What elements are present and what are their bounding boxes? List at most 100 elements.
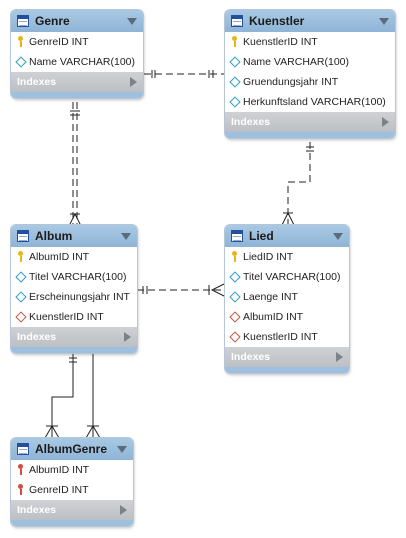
column-row[interactable]: Name VARCHAR(100) <box>225 52 395 72</box>
column-label: Erscheinungsjahr INT <box>29 291 130 303</box>
entity-header[interactable]: Kuenstler <box>225 10 395 32</box>
relationship-genre-album <box>68 102 82 227</box>
entity-kuenstler[interactable]: Kuenstler KuenstlerID INT Name VARCHAR(1… <box>225 10 395 138</box>
entity-lied[interactable]: Lied LiedID INT Titel VARCHAR(100) Laeng… <box>225 225 349 373</box>
indexes-label: Indexes <box>17 504 57 516</box>
column-label: AlbumID INT <box>243 311 304 323</box>
entity-genre[interactable]: Genre GenreID INT Name VARCHAR(100) Inde… <box>11 10 143 98</box>
red-key-icon <box>16 484 25 496</box>
column-row[interactable]: GenreID INT <box>11 480 133 500</box>
column-label: KuenstlerID INT <box>243 331 318 343</box>
red-diamond-icon <box>230 331 239 343</box>
expand-icon[interactable] <box>124 332 131 342</box>
collapse-icon[interactable] <box>117 445 127 453</box>
indexes-section[interactable]: Indexes <box>11 327 137 347</box>
blue-diamond-icon <box>230 96 239 108</box>
entity-footer-bar <box>11 92 143 98</box>
column-label: GenreID INT <box>29 36 89 48</box>
column-row[interactable]: KuenstlerID INT <box>225 327 349 347</box>
column-row[interactable]: Laenge INT <box>225 287 349 307</box>
collapse-icon[interactable] <box>121 232 131 240</box>
column-label: Name VARCHAR(100) <box>29 56 135 68</box>
column-row[interactable]: Name VARCHAR(100) <box>11 52 143 72</box>
column-row[interactable]: AlbumID INT <box>11 460 133 480</box>
entity-footer-bar <box>11 520 133 526</box>
relationship-kuenstler-lied <box>281 142 314 226</box>
entity-title: Album <box>35 229 73 243</box>
column-label: KuenstlerID INT <box>29 311 104 323</box>
entity-album[interactable]: Album AlbumID INT Titel VARCHAR(100) Ers… <box>11 225 137 353</box>
column-label: Titel VARCHAR(100) <box>243 271 341 283</box>
indexes-label: Indexes <box>231 351 271 363</box>
column-label: Laenge INT <box>243 291 298 303</box>
indexes-section[interactable]: Indexes <box>11 500 133 520</box>
yellow-key-icon <box>230 251 239 263</box>
table-icon <box>231 15 243 27</box>
blue-diamond-icon <box>16 271 25 283</box>
blue-diamond-icon <box>230 291 239 303</box>
entity-footer-bar <box>11 347 137 353</box>
entity-header[interactable]: AlbumGenre <box>11 438 133 460</box>
column-row[interactable]: Herkunftsland VARCHAR(100) <box>225 92 395 112</box>
column-label: Gruendungsjahr INT <box>243 76 339 88</box>
red-diamond-icon <box>230 311 239 323</box>
column-label: KuenstlerID INT <box>243 36 318 48</box>
column-row[interactable]: KuenstlerID INT <box>225 32 395 52</box>
expand-icon[interactable] <box>130 77 137 87</box>
column-label: Herkunftsland VARCHAR(100) <box>243 96 386 108</box>
column-row[interactable]: AlbumID INT <box>11 247 137 267</box>
column-label: AlbumID INT <box>29 464 90 476</box>
indexes-label: Indexes <box>231 116 271 128</box>
yellow-key-icon <box>230 36 239 48</box>
table-icon <box>17 230 29 242</box>
table-icon <box>231 230 243 242</box>
relationship-genre-kuenstler <box>144 70 224 78</box>
entity-title: AlbumGenre <box>35 442 108 456</box>
entity-footer-bar <box>225 367 349 373</box>
column-row[interactable]: Gruendungsjahr INT <box>225 72 395 92</box>
column-label: LiedID INT <box>243 251 294 263</box>
collapse-icon[interactable] <box>333 232 343 240</box>
blue-diamond-icon <box>230 271 239 283</box>
column-row[interactable]: Titel VARCHAR(100) <box>225 267 349 287</box>
indexes-label: Indexes <box>17 76 57 88</box>
expand-icon[interactable] <box>382 117 389 127</box>
blue-diamond-icon <box>230 56 239 68</box>
indexes-section[interactable]: Indexes <box>225 112 395 132</box>
collapse-icon[interactable] <box>379 17 389 25</box>
column-row[interactable]: GenreID INT <box>11 32 143 52</box>
expand-icon[interactable] <box>336 352 343 362</box>
relationship-album-albumgenre <box>44 352 101 439</box>
entity-title: Kuenstler <box>249 14 305 28</box>
indexes-section[interactable]: Indexes <box>225 347 349 367</box>
expand-icon[interactable] <box>120 505 127 515</box>
column-row[interactable]: Erscheinungsjahr INT <box>11 287 137 307</box>
column-label: GenreID INT <box>29 484 89 496</box>
red-diamond-icon <box>16 311 25 323</box>
entity-albumgenre[interactable]: AlbumGenre AlbumID INT GenreID INT Index… <box>11 438 133 526</box>
indexes-section[interactable]: Indexes <box>11 72 143 92</box>
column-row[interactable]: Titel VARCHAR(100) <box>11 267 137 287</box>
column-label: AlbumID INT <box>29 251 90 263</box>
column-row[interactable]: AlbumID INT <box>225 307 349 327</box>
collapse-icon[interactable] <box>127 17 137 25</box>
column-row[interactable]: KuenstlerID INT <box>11 307 137 327</box>
blue-diamond-icon <box>230 76 239 88</box>
red-key-icon <box>16 464 25 476</box>
entity-header[interactable]: Album <box>11 225 137 247</box>
column-label: Titel VARCHAR(100) <box>29 271 127 283</box>
entity-header[interactable]: Genre <box>11 10 143 32</box>
blue-diamond-icon <box>16 291 25 303</box>
column-row[interactable]: LiedID INT <box>225 247 349 267</box>
blue-diamond-icon <box>16 56 25 68</box>
table-icon <box>17 15 29 27</box>
yellow-key-icon <box>16 36 25 48</box>
table-icon <box>17 443 29 455</box>
indexes-label: Indexes <box>17 331 57 343</box>
entity-footer-bar <box>225 132 395 138</box>
entity-title: Lied <box>249 229 274 243</box>
column-label: Name VARCHAR(100) <box>243 56 349 68</box>
entity-header[interactable]: Lied <box>225 225 349 247</box>
entity-title: Genre <box>35 14 70 28</box>
